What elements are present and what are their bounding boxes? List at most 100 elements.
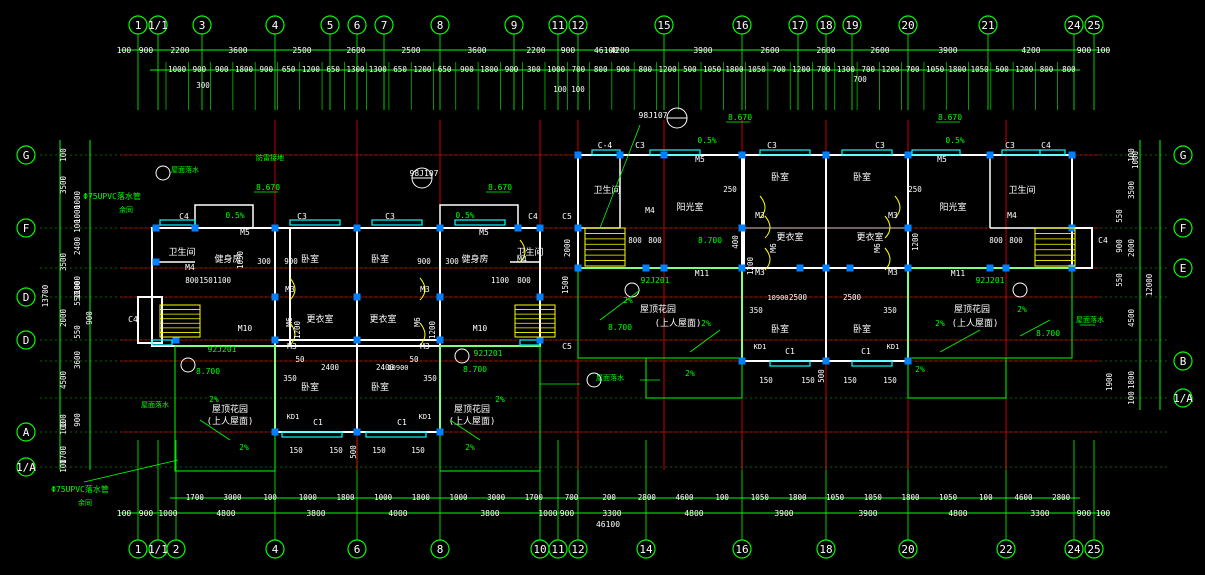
axis-top-9-label: 9 bbox=[511, 19, 518, 32]
axis-bottom-16-label: 16 bbox=[735, 543, 748, 556]
axis-bottom-6-label: 6 bbox=[354, 543, 361, 556]
label-n900: 900 bbox=[284, 257, 298, 266]
dim-bottom-value: 1000 bbox=[299, 493, 318, 502]
dim-bottom-value: 4600 bbox=[675, 493, 694, 502]
slope-label: 2% bbox=[495, 395, 505, 404]
structural-column bbox=[1002, 264, 1010, 272]
drain-label: 屋面落水 bbox=[1076, 315, 1104, 324]
dim-left-value: 1100 bbox=[73, 280, 82, 299]
door-swing bbox=[289, 277, 296, 301]
label-M11: M11 bbox=[951, 269, 966, 278]
elevation-mark: 8.670 bbox=[256, 183, 280, 192]
dim-bottom-value: 3000 bbox=[223, 493, 242, 502]
structural-column bbox=[152, 224, 160, 232]
label-n50: 50 bbox=[295, 355, 305, 364]
room-label-r14: 更衣室 bbox=[856, 231, 883, 243]
axis-left-D-4-circle bbox=[16, 330, 36, 350]
axis-right-F-label: F bbox=[1180, 222, 1187, 235]
slope-label: 0.5% bbox=[455, 211, 474, 220]
dim-top-sub-value: 1200 bbox=[1015, 65, 1034, 74]
axis-top-6-label: 6 bbox=[354, 19, 361, 32]
label-n350: 350 bbox=[749, 306, 763, 315]
structural-column bbox=[660, 264, 668, 272]
dim-bottom-value: 1000 bbox=[449, 493, 468, 502]
dim-left-value: 3600 bbox=[73, 350, 82, 369]
dim-bottom-value: 1050 bbox=[864, 493, 883, 502]
dim-top-value: 46100 bbox=[594, 46, 618, 55]
label-n2000: 2000 bbox=[563, 238, 572, 257]
structural-column bbox=[986, 151, 994, 159]
axis-right-G-label: G bbox=[1180, 149, 1187, 162]
room-label-r24: (上人屋面) bbox=[449, 416, 496, 427]
window bbox=[1001, 149, 1041, 156]
axis-left-G-0-circle bbox=[16, 145, 36, 165]
axis-left-D-3-circle bbox=[16, 287, 36, 307]
dim-bottom-value: 2800 bbox=[638, 493, 657, 502]
dim-bottom-value: 1700 bbox=[186, 493, 205, 502]
slope-arrow bbox=[1019, 319, 1051, 337]
dim-top-value: 2600 bbox=[816, 46, 835, 55]
axis-bottom-18-label: 18 bbox=[819, 543, 832, 556]
dim-top-sub-value: 1050 bbox=[971, 65, 990, 74]
label-n2400: 2400 bbox=[321, 363, 340, 372]
dim-bottom-sub-value: 900 bbox=[560, 509, 575, 518]
dim-top-value: 3900 bbox=[938, 46, 957, 55]
pipe-note: 余同 bbox=[78, 498, 92, 507]
room-label-r15: 阳光室 bbox=[676, 201, 703, 213]
elevation-mark: 8.670 bbox=[488, 183, 512, 192]
door-swing bbox=[419, 322, 426, 346]
dim-right-value: 900 bbox=[1115, 239, 1124, 253]
label-M6: M6 bbox=[873, 243, 882, 253]
window bbox=[454, 219, 506, 226]
window bbox=[851, 360, 893, 367]
dim-top-sub-value: 900 bbox=[193, 65, 207, 74]
room-label-r8: 卧室 bbox=[853, 323, 871, 335]
label-C1: C1 bbox=[785, 347, 795, 356]
dim-top-value: 2500 bbox=[292, 46, 311, 55]
window bbox=[841, 149, 893, 156]
wall-left-right-wing bbox=[439, 227, 541, 347]
label-M5: M5 bbox=[479, 228, 489, 237]
label-n150: 150 bbox=[199, 276, 213, 285]
label-n250: 250 bbox=[723, 185, 737, 194]
axis-bottom-1-label: 1 bbox=[135, 543, 142, 556]
dim-left-value: 100 bbox=[59, 414, 68, 428]
label-n350: 350 bbox=[423, 374, 437, 383]
label-n150: 150 bbox=[329, 446, 343, 455]
room-label-r22: (上人屋面) bbox=[207, 416, 254, 427]
fire-label: 防雷接地 bbox=[256, 153, 284, 162]
dim-top-value: 900 bbox=[139, 46, 154, 55]
detail-ref: 98J107 bbox=[639, 111, 668, 120]
slope-arrow bbox=[449, 419, 481, 441]
axis-top-7-label: 7 bbox=[381, 19, 388, 32]
room-label-r7: 卧室 bbox=[771, 323, 789, 335]
structural-column bbox=[353, 293, 361, 301]
dim-left-value: 2400 bbox=[73, 236, 82, 255]
label-n150: 150 bbox=[843, 376, 857, 385]
label-C5: C5 bbox=[562, 342, 572, 351]
dim-top-sub-value: 700 bbox=[906, 65, 920, 74]
dim-top-value: 4200 bbox=[1021, 46, 1040, 55]
dim-bottom-sub-value: 100 bbox=[117, 509, 132, 518]
dim-top-sub-value: 700 bbox=[572, 65, 586, 74]
elevation-mark: 8.670 bbox=[938, 113, 962, 122]
axis-left-1/A-6-label: 1/A bbox=[16, 461, 36, 474]
dim-top-sub-value: 900 bbox=[215, 65, 229, 74]
label-n150: 150 bbox=[411, 446, 425, 455]
structural-column bbox=[904, 264, 912, 272]
dim-top-value: 2600 bbox=[346, 46, 365, 55]
label-n500: 500 bbox=[817, 369, 826, 383]
room-label-r25: 屋顶花园 bbox=[640, 303, 676, 315]
window bbox=[365, 431, 427, 438]
label-M3: M3 bbox=[285, 285, 295, 294]
label-M4: M4 bbox=[185, 263, 195, 272]
dim-top-extra: 100 bbox=[553, 85, 567, 94]
dim-left-value: 13700 bbox=[41, 284, 50, 307]
structural-column bbox=[738, 151, 746, 159]
structural-column bbox=[353, 224, 361, 232]
dim-bottom-sub-value: 900 bbox=[1077, 509, 1092, 518]
dim-top-extra: 300 bbox=[196, 81, 210, 90]
dim-top-sub-value: 1050 bbox=[926, 65, 945, 74]
axis-bottom-14-label: 14 bbox=[639, 543, 653, 556]
dim-bottom-sub-value: 1000 bbox=[158, 509, 177, 518]
